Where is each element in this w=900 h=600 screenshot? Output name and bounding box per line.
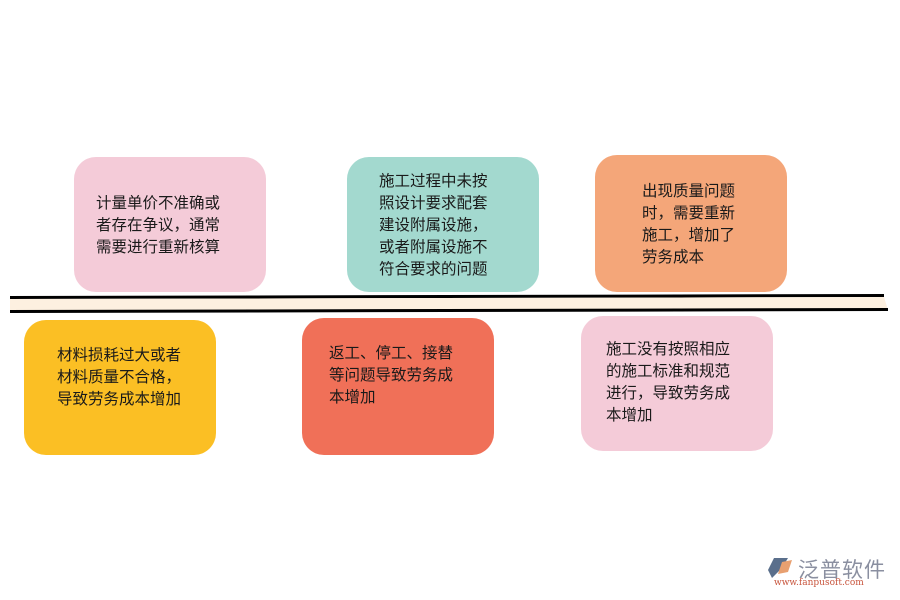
bottom-card-2-text: 返工、停工、接替 等问题导致劳务成 本增加 bbox=[329, 344, 454, 406]
top-card-2-text: 施工过程中未按 照设计要求配套 建设附属设施， 或者附属设施不 符合要求的问题 bbox=[379, 171, 488, 278]
fanpu-watermark: 泛普软件 www.fanpusoft.com bbox=[768, 556, 893, 590]
bottom-card-3: 施工没有按照相应 的施工标准和规范 进行，导致劳务成 本增加 bbox=[581, 316, 773, 451]
fanpu-url-text: www.fanpusoft.com bbox=[774, 578, 864, 588]
top-card-1-text: 计量单价不准确或 者存在争议，通常 需要进行重新核算 bbox=[96, 193, 221, 256]
bottom-card-2: 返工、停工、接替 等问题导致劳务成 本增加 bbox=[302, 318, 494, 455]
top-card-3-text: 出现质量问题 时，需要重新 施工，增加了 劳务成本 bbox=[642, 181, 736, 266]
top-card-1: 计量单价不准确或 者存在争议，通常 需要进行重新核算 bbox=[74, 157, 266, 292]
fanpu-logo-icon bbox=[768, 558, 794, 582]
bottom-card-1: 材料损耗过大或者 材料质量不合格， 导致劳务成本增加 bbox=[24, 320, 216, 455]
bottom-card-1-text: 材料损耗过大或者 材料质量不合格， 导致劳务成本增加 bbox=[57, 346, 182, 408]
timeline-spine bbox=[10, 294, 890, 314]
fanpu-brand-text: 泛普软件 bbox=[798, 558, 886, 582]
top-card-3: 出现质量问题 时，需要重新 施工，增加了 劳务成本 bbox=[595, 155, 787, 292]
bottom-card-3-text: 施工没有按照相应 的施工标准和规范 进行，导致劳务成 本增加 bbox=[606, 340, 731, 424]
top-card-2: 施工过程中未按 照设计要求配套 建设附属设施， 或者附属设施不 符合要求的问题 bbox=[347, 157, 539, 292]
